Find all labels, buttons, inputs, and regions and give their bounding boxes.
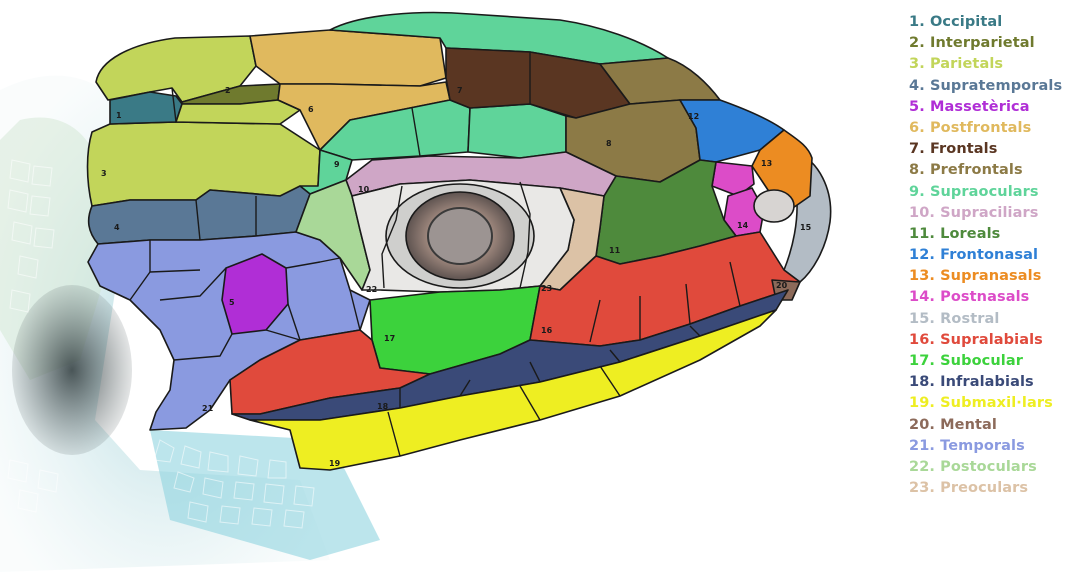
label-5: 5 (229, 298, 235, 307)
legend-item-17: 17. Subocular (909, 351, 1062, 372)
label-11: 11 (609, 246, 621, 255)
legend-item-9: 9. Supraoculars (909, 182, 1062, 203)
legend-item-3: 3. Parietals (909, 54, 1062, 75)
label-12: 12 (688, 112, 699, 121)
label-15: 15 (800, 223, 812, 232)
label-6: 6 (308, 105, 314, 114)
label-8: 8 (606, 139, 612, 148)
label-21: 21 (202, 404, 214, 413)
legend-item-6: 6. Postfrontals (909, 118, 1062, 139)
label-18: 18 (377, 402, 389, 411)
legend-item-10: 10. Supraciliars (909, 203, 1062, 224)
legend-item-4: 4. Supratemporals (909, 76, 1062, 97)
label-10: 10 (358, 185, 370, 194)
legend-item-5: 5. Massetèrica (909, 97, 1062, 118)
legend-item-23: 23. Preoculars (909, 478, 1062, 499)
legend-item-2: 2. Interparietal (909, 33, 1062, 54)
label-14: 14 (737, 221, 749, 230)
legend-item-18: 18. Infralabials (909, 372, 1062, 393)
label-22: 22 (366, 285, 377, 294)
legend-item-16: 16. Supralabials (909, 330, 1062, 351)
label-4: 4 (114, 223, 120, 232)
legend-item-15: 15. Rostral (909, 309, 1062, 330)
legend-item-12: 12. Frontonasal (909, 245, 1062, 266)
legend-item-1: 1. Occipital (909, 12, 1062, 33)
legend-item-20: 20. Mental (909, 415, 1062, 436)
label-1: 1 (116, 111, 122, 120)
legend-item-7: 7. Frontals (909, 139, 1062, 160)
label-17: 17 (384, 334, 395, 343)
label-20: 20 (776, 281, 788, 290)
label-19: 19 (329, 459, 341, 468)
label-23: 23 (541, 284, 552, 293)
scale-supraoculars-b (468, 104, 566, 158)
scale-postfrontals-inner (176, 100, 300, 124)
legend-item-8: 8. Prefrontals (909, 160, 1062, 181)
legend-item-22: 22. Postoculars (909, 457, 1062, 478)
label-9: 9 (334, 160, 340, 169)
label-16: 16 (541, 326, 553, 335)
legend-item-19: 19. Submaxil·lars (909, 393, 1062, 414)
label-2: 2 (225, 86, 231, 95)
legend-item-21: 21. Temporals (909, 436, 1062, 457)
label-3: 3 (101, 169, 107, 178)
scale-postfrontals-upper (250, 30, 446, 86)
legend-item-14: 14. Postnasals (909, 287, 1062, 308)
label-13: 13 (761, 159, 772, 168)
legend-item-13: 13. Supranasals (909, 266, 1062, 287)
legend-item-11: 11. Loreals (909, 224, 1062, 245)
eye-pupil (428, 208, 492, 264)
label-7: 7 (457, 86, 463, 95)
nostril (754, 190, 794, 222)
